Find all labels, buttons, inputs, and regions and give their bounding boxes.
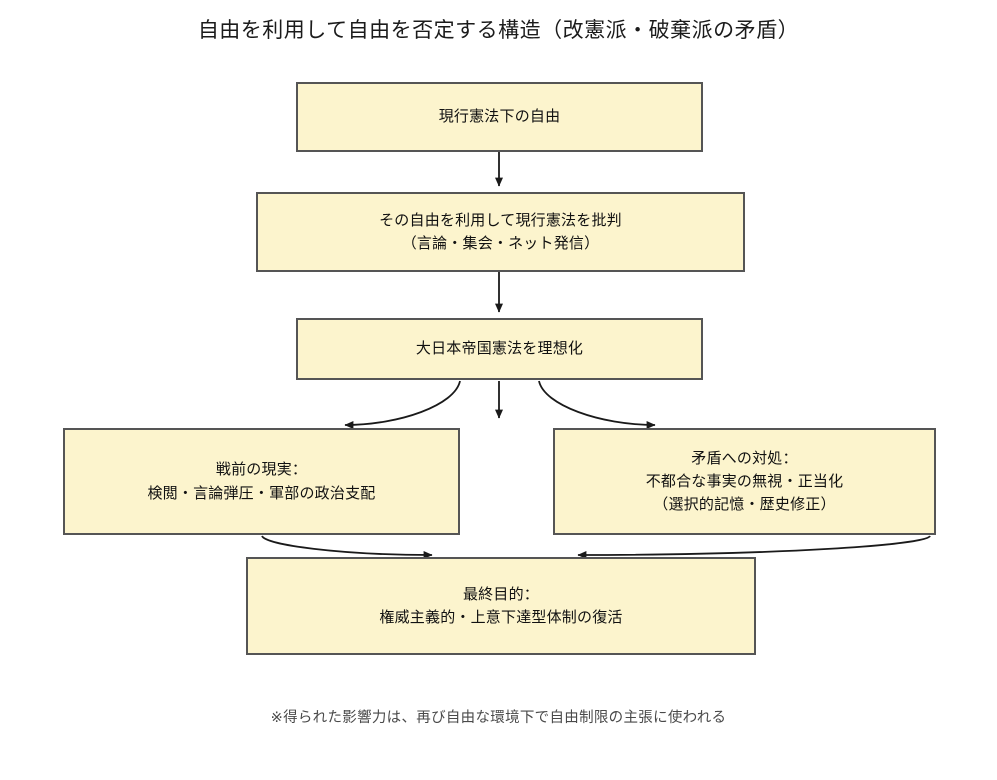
node-label-line: 最終目的： xyxy=(462,584,539,603)
diagram-footnote: ※得られた影響力は、再び自由な環境下で自由制限の主張に使われる xyxy=(270,710,727,726)
node-label-line: 矛盾への対処： xyxy=(691,448,798,467)
node-final-goal[interactable]: 最終目的： 権威主義的・上意下達型体制の復活 xyxy=(246,557,756,655)
node-label-line: 検閲・言論弾圧・軍部の政治支配 xyxy=(147,483,376,502)
edge-n4-to-n6 xyxy=(261,535,433,559)
node-label-line: 不都合な事実の無視・正当化 xyxy=(645,471,844,490)
node-label-line: （言論・集会・ネット発信） xyxy=(401,234,600,252)
node-handling-contradiction[interactable]: 矛盾への対処： 不都合な事実の無視・正当化 （選択的記憶・歴史修正） xyxy=(553,428,936,535)
edge-n3-to-n4 xyxy=(344,380,461,429)
edge-n3-to-n5 xyxy=(538,380,656,429)
node-label-line: 権威主義的・上意下達型体制の復活 xyxy=(379,608,623,626)
node-idealize-meiji-constitution[interactable]: 大日本帝国憲法を理想化 xyxy=(296,318,703,380)
node-label-line: 戦前の現実： xyxy=(215,460,308,479)
node-current-constitution-freedom[interactable]: 現行憲法下の自由 xyxy=(296,82,703,152)
node-label-line: （選択的記憶・歴史修正） xyxy=(653,495,836,514)
node-label-line: 現行憲法下の自由 xyxy=(438,107,561,126)
node-prewar-reality[interactable]: 戦前の現実： 検閲・言論弾圧・軍部の政治支配 xyxy=(63,428,460,535)
node-criticize-constitution-using-freedom[interactable]: その自由を利用して現行憲法を批判 （言論・集会・ネット発信） xyxy=(256,192,745,272)
edge-n5-to-n6 xyxy=(577,535,931,559)
node-label-line: その自由を利用して現行憲法を批判 xyxy=(379,210,622,229)
node-label-line: 大日本帝国憲法を理想化 xyxy=(415,339,584,358)
diagram-title: 自由を利用して自由を否定する構造（改憲派・破棄派の矛盾） xyxy=(197,18,800,42)
